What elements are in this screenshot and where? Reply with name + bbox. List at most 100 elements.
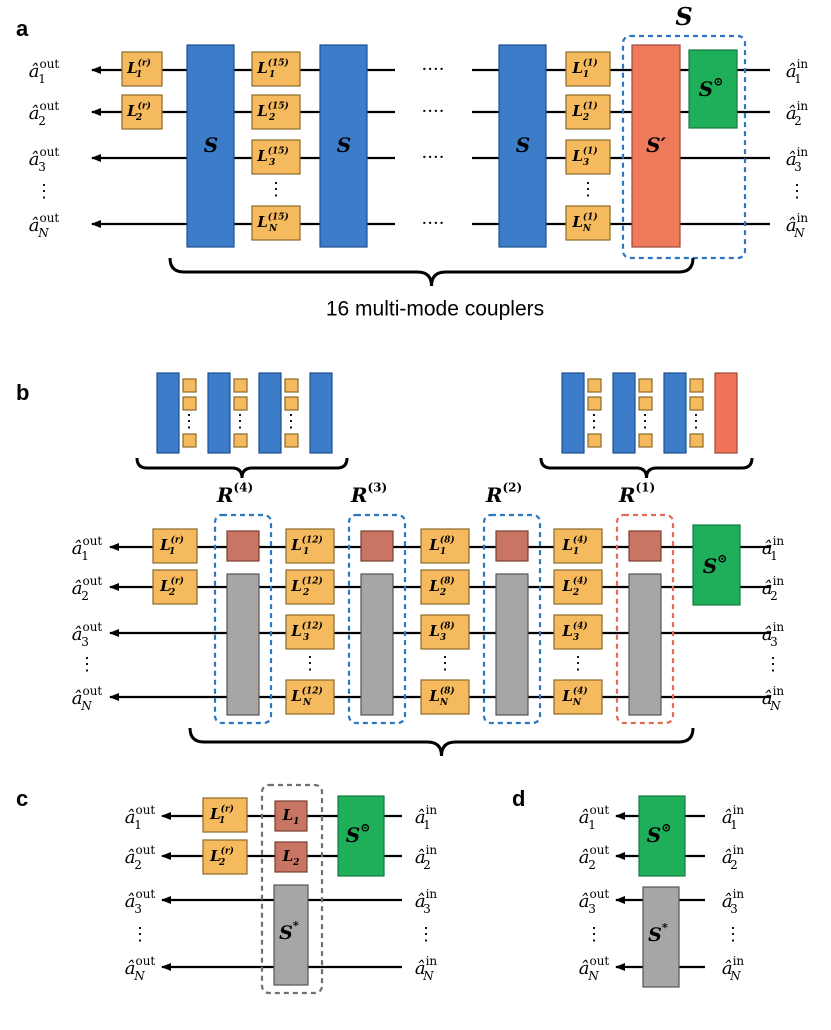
- label-main: L: [256, 147, 268, 165]
- io-sub: 3: [81, 635, 89, 649]
- io-sub: 3: [134, 902, 142, 916]
- label-sup: (15): [268, 57, 289, 68]
- c-box-L1: [274, 800, 308, 832]
- label-sup: (4): [573, 620, 588, 631]
- mini-left-dots: ⋮: [282, 411, 300, 432]
- io-symbol: â: [762, 538, 773, 559]
- label-main: L: [290, 687, 302, 705]
- io-sup: in: [426, 954, 438, 968]
- label-sub: 1: [583, 69, 589, 79]
- io-sub: 2: [588, 858, 596, 872]
- mini-right-block: [612, 372, 636, 454]
- label-sup: (12): [302, 534, 323, 545]
- io-symbol: â: [786, 103, 797, 124]
- b-loss-4-3: [553, 614, 603, 650]
- label-sup: (r): [171, 534, 184, 545]
- label-sup: (1): [583, 145, 598, 156]
- mini-left-sq: [182, 396, 197, 411]
- io-symbol: â: [762, 578, 773, 599]
- io-sub: N: [422, 969, 434, 983]
- b-loss-box-r2-label: L(r)2: [159, 575, 184, 597]
- loss-box-1-2-label: L(1)2: [571, 100, 597, 122]
- brace-b-left: [135, 457, 349, 479]
- mini-right-block: [561, 372, 585, 454]
- io-sub: 3: [423, 902, 431, 916]
- b-loss-8-2-label: L(8)2: [428, 575, 454, 597]
- io-symbol: â: [415, 807, 426, 828]
- loss-box-15-N-label: L(15)N: [256, 211, 289, 233]
- loss-box-15-3-label: L(15)3: [256, 145, 289, 167]
- label-main: L: [209, 805, 221, 823]
- mini-left-sq: [284, 396, 299, 411]
- mini-right-sq: [587, 433, 602, 448]
- io-symbol: â: [786, 149, 797, 170]
- label-sub: N: [439, 697, 449, 707]
- mini-right-dots: ⋮: [636, 411, 654, 432]
- loss-box-15-2-label: L(15)2: [256, 100, 289, 122]
- label-sup: *: [662, 920, 668, 934]
- d-box-S-star-label: S*: [648, 920, 668, 946]
- brace-b-right: [539, 457, 754, 479]
- label-sub: N: [572, 697, 582, 707]
- label-sup: *: [293, 918, 299, 932]
- label-sup: (15): [268, 100, 289, 111]
- io-symbol: â: [125, 847, 136, 868]
- block-R3-top: [360, 530, 394, 562]
- io-sup: in: [733, 887, 745, 901]
- block-R1-top: [628, 530, 662, 562]
- label-sup: (8): [440, 620, 455, 631]
- label-sub: 2: [302, 587, 309, 597]
- loss-box-r1: [121, 51, 163, 87]
- loss-box-1-1: [565, 51, 611, 87]
- label-sup: (1): [583, 211, 598, 222]
- label-main: R: [216, 483, 234, 507]
- coupler-S-2-label: S: [337, 133, 351, 157]
- label-sub: N: [582, 223, 592, 233]
- io-symbol: â: [415, 891, 426, 912]
- io-symbol: â: [72, 624, 83, 645]
- label-main: S′: [646, 133, 666, 157]
- io-symbol: â: [579, 847, 590, 868]
- label-main: S: [337, 133, 351, 157]
- label-sub: 3: [583, 157, 589, 167]
- label-sub: N: [268, 223, 278, 233]
- io-sub: N: [587, 969, 599, 983]
- horizontal-ellipsis: ····: [422, 59, 445, 80]
- label-main: L: [571, 213, 583, 231]
- io-sup: out: [589, 954, 609, 968]
- io-sup: in: [797, 211, 809, 225]
- label-sup: (r): [138, 100, 151, 111]
- coupler-S-3: [498, 44, 547, 248]
- output-ellipsis: ⋮: [35, 181, 53, 202]
- io-sup: out: [82, 620, 102, 634]
- label-sub: 3: [573, 632, 579, 642]
- b-loss-12-2-label: L(12)2: [290, 575, 323, 597]
- label-sub: 1: [303, 546, 309, 556]
- block-R3-dashed: [347, 513, 407, 725]
- io-sup: in: [426, 803, 438, 817]
- b-loss-12-N-label: L(12)N: [290, 685, 323, 707]
- horizontal-ellipsis: ····: [422, 147, 445, 168]
- io-symbol: â: [415, 847, 426, 868]
- c-loss-box-r2-label: L(r)2: [209, 845, 234, 867]
- mini-right-sq: [587, 378, 602, 393]
- io-symbol: â: [125, 891, 136, 912]
- label-sub: 1: [573, 546, 579, 556]
- mini-right-sq: [689, 396, 704, 411]
- b-loss-8-dots: ⋮: [436, 653, 454, 674]
- label-main: R: [350, 483, 368, 507]
- io-sup: out: [135, 843, 155, 857]
- loss-box-1-2: [565, 94, 611, 130]
- coupler-S-prime: [631, 44, 681, 248]
- c-loss-box-r2: [202, 839, 248, 875]
